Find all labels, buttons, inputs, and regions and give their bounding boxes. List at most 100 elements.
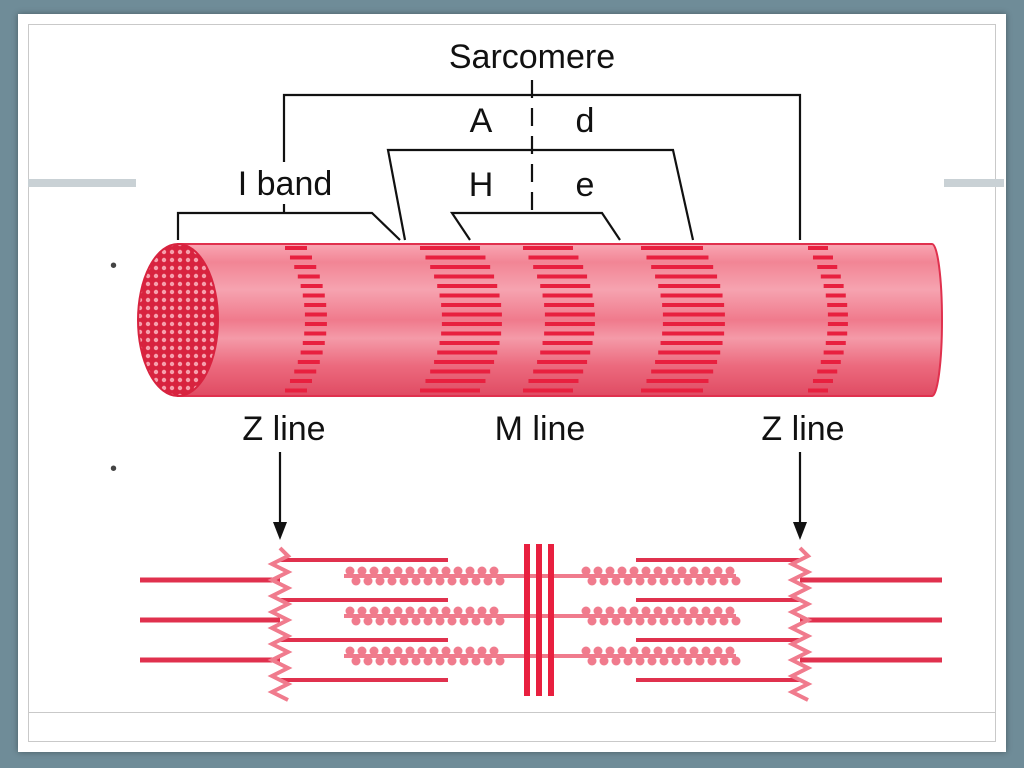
myosin-head [593,606,603,616]
myosin-head [581,606,591,616]
label-bg-a [440,100,522,142]
band-dash [658,350,721,355]
band-dash [285,388,307,393]
z-line-right [787,546,813,702]
myosin-head [659,616,669,626]
myosin-head [731,616,741,626]
band-dash [820,274,841,279]
band-dash [544,303,595,307]
band-dash [651,265,714,269]
myosin-head [641,566,651,576]
myosin-head [351,576,361,586]
band-dash [808,388,828,393]
band-dash [294,265,317,269]
band-dash [537,360,588,364]
myosin-head [411,656,421,666]
myosin-head [677,606,687,616]
myosin-head [417,646,427,656]
myosin-head [647,656,657,666]
myosin-head [363,616,373,626]
myosin-head [465,566,475,576]
myosin-head [701,566,711,576]
myosin-head [351,616,361,626]
myosin-head [689,606,699,616]
z-band-left [285,246,327,393]
band-dash [537,274,588,279]
band-dash [544,331,595,336]
myosin-head [683,616,693,626]
myosin-head [719,656,729,666]
myosin-head [345,606,355,616]
band-dash [825,341,846,345]
band-dash [823,350,844,355]
myosin-head [417,606,427,616]
myosin-head [665,646,675,656]
band-dash [662,331,725,336]
myosin-head [689,566,699,576]
myosin-head [581,566,591,576]
footer-divider [28,712,996,713]
m-line-bar [548,544,554,696]
cylinder-cross-section [137,243,219,397]
m-band-center [523,246,595,393]
myosin-head [677,566,687,576]
band-dash [420,388,480,393]
band-dash [655,274,718,279]
myosin-head [357,606,367,616]
myosin-head [671,616,681,626]
band-dash [812,255,833,260]
band-dash [827,303,848,307]
myosin-head [677,646,687,656]
band-dash [430,265,491,269]
myosin-head [483,616,493,626]
band-dash [641,388,703,393]
band-dash [304,322,327,326]
band-dash [825,293,846,298]
band-dash [542,293,593,298]
band-dash [646,255,709,260]
band-dash [425,255,486,260]
myosin-head [423,656,433,666]
band-dash [439,293,500,298]
myosin-head [489,646,499,656]
slide-frame [28,24,996,742]
myosin-head [701,606,711,616]
myosin-head [707,576,717,586]
i-band-bracket [176,211,401,241]
band-dash [523,388,573,393]
myosin-head [489,566,499,576]
myosin-head [399,616,409,626]
myosin-head [617,606,627,616]
myosin-head [453,566,463,576]
decorative-bar-left [28,179,136,187]
myosin-head [477,606,487,616]
myosin-head [363,656,373,666]
striation-bands [285,246,848,393]
myosin-head [465,646,475,656]
myosin-head [695,656,705,666]
band-dash [533,265,584,269]
a-band-left [420,246,502,393]
label-a-right: d [576,102,595,140]
label-h-left: H [469,166,494,204]
band-dash [304,331,327,336]
myosin-head [459,656,469,666]
myosin-head [695,616,705,626]
myosin-head [647,616,657,626]
myosin-head [411,616,421,626]
bullet-2: • [110,458,118,480]
myosin-head [453,606,463,616]
myosin-head [707,656,717,666]
myosin-head [611,656,621,666]
band-dash [646,379,709,383]
myosin-head [447,576,457,586]
band-dash [544,312,595,317]
myosin-head [725,646,735,656]
label-bg-iband [220,162,350,204]
myosin-head [489,606,499,616]
label-h-right: e [576,166,595,204]
m-line-bar [524,544,530,696]
band-dash [420,246,480,250]
band-dash [823,284,844,288]
